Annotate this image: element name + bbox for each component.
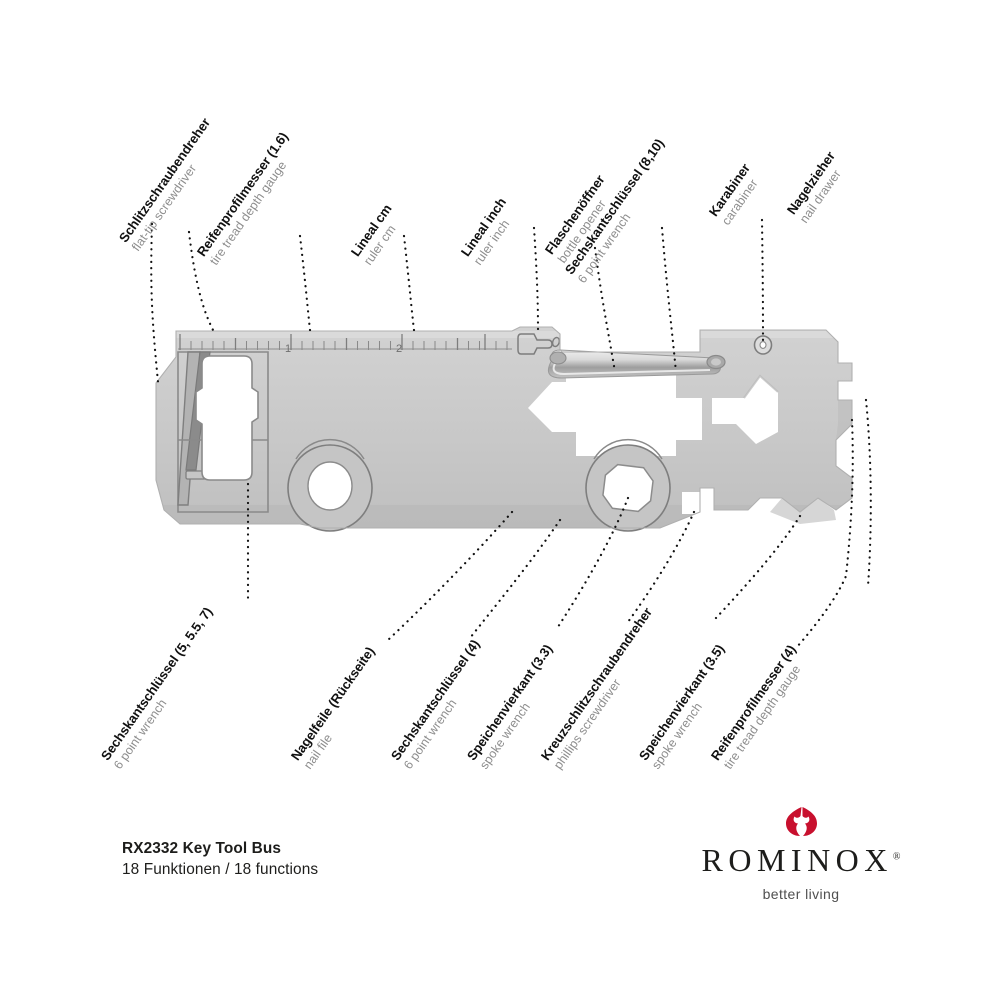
product-name: RX2332 Key Tool Bus	[122, 840, 281, 857]
nail-drawer-notch	[712, 376, 778, 444]
leader-six-point-4	[468, 518, 562, 640]
brand-tagline: better living	[762, 886, 840, 902]
front-wheel-hole	[287, 438, 373, 532]
leader-tire-tread-4-b	[864, 398, 872, 588]
ruler-scale: 1 2	[178, 334, 512, 355]
rominox-mark-icon	[690, 806, 912, 840]
carabiner-wire	[547, 349, 726, 379]
brand-logo: ROMINOX® better living	[690, 806, 912, 902]
ruler-tick-label-1: 1	[285, 343, 291, 355]
tool-outline-stroke	[155, 326, 853, 529]
leader-carabiner	[660, 226, 678, 374]
ruler-tick-label-2: 2	[396, 343, 402, 355]
product-caption: RX2332 Key Tool Bus 18 Funktionen / 18 f…	[122, 838, 318, 881]
leader-ruler-inch	[402, 234, 416, 332]
leader-spoke-wrench-35	[714, 514, 802, 620]
leader-lines	[150, 218, 872, 650]
flame-mark-icon	[786, 807, 817, 836]
wordmark-text: ROMINOX	[701, 842, 893, 878]
rear-tail-notches	[770, 400, 852, 524]
product-functions: 18 Funktionen / 18 functions	[122, 861, 319, 879]
leader-tire-tread-16	[187, 230, 215, 332]
key-tool-bus-body: 1 2	[155, 326, 853, 532]
leader-nail-drawer	[760, 218, 765, 346]
leader-bottle-opener	[532, 226, 540, 334]
window-cutout-hexagon	[528, 356, 702, 456]
spoke-wrench-notch-33	[682, 492, 706, 514]
leader-flat-tip-screwdriver	[150, 222, 160, 384]
hex-wrench-cutout-5-55-7	[195, 355, 259, 481]
registered-mark: ®	[892, 851, 901, 863]
leader-nail-file	[386, 510, 514, 642]
pivot-rivet	[753, 335, 773, 355]
leader-tire-tread-4	[794, 418, 854, 650]
bottle-opener-graphic	[517, 333, 561, 355]
rear-wheel-six-point-wrench	[585, 438, 671, 532]
rominox-wordmark: ROMINOX®	[702, 842, 901, 879]
leader-ruler-cm	[298, 234, 312, 332]
